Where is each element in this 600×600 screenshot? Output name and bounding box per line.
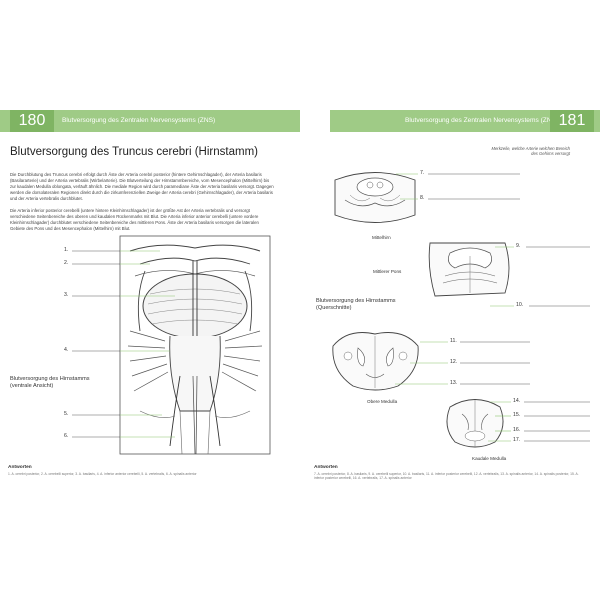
label-16: 16.: [513, 427, 521, 433]
label-11: 11.: [450, 338, 457, 344]
label-14: 14.: [513, 398, 521, 404]
right-header-title: Blutversorgung des Zentralen Nervensyste…: [405, 117, 559, 124]
label-7: 7.: [420, 170, 425, 176]
label-1: 1.: [64, 247, 69, 253]
label-10: 10.: [516, 302, 524, 308]
label-2: 2.: [64, 260, 69, 266]
label-12: 12.: [450, 359, 458, 365]
kaudale-medulla-illustration: [446, 399, 504, 448]
right-page-number: 181: [550, 110, 594, 132]
left-subheading: Blutversorgung des Hirnstamms (ventrale …: [10, 376, 90, 389]
left-leader-lines: [72, 250, 175, 438]
right-header-band: [330, 110, 600, 132]
left-page-title: Blutversorgung des Truncus cerebri (Hirn…: [10, 146, 258, 158]
mittlerer-pons-illustration: [428, 242, 510, 297]
brainstem-ventral-illustration: [119, 235, 271, 455]
label-5: 5.: [64, 411, 69, 417]
right-leader-lines: [395, 173, 590, 442]
label-9: 9.: [516, 243, 521, 249]
label-17: 17.: [513, 437, 521, 443]
right-subheading: Blutversorgung des Hirnstamms (Querschni…: [316, 298, 396, 311]
caption-obere-medulla: Obere Medulla: [367, 399, 398, 404]
caption-mittelhirn: Mittelhirn: [372, 235, 391, 240]
mittelhirn-illustration: [334, 172, 416, 223]
left-paragraph-1: Die Durchblutung des Truncus cerebri erf…: [10, 172, 274, 201]
label-3: 3.: [64, 292, 69, 298]
label-13: 13.: [450, 380, 458, 386]
caption-kaudale-medulla: Kaudale Medulla: [472, 456, 507, 461]
left-paragraph-2: Die Arteria inferior posterior cerebelli…: [10, 208, 259, 231]
left-answers-heading: Antworten: [8, 465, 32, 470]
left-page-number: 180: [10, 110, 54, 132]
right-answers-heading: Antworten: [314, 465, 338, 470]
obere-medulla-illustration: [332, 332, 419, 391]
label-4: 4.: [64, 347, 69, 353]
right-answers-text: 7. A. cerebri posterior, 8. A. basilaris…: [314, 472, 579, 481]
left-answers-text: 1. A. cerebri posterior, 2. A. cerebelli…: [8, 472, 197, 476]
left-page: 180 Blutversorgung des Zentralen Nervens…: [0, 110, 300, 476]
left-header-title: Blutversorgung des Zentralen Nervensyste…: [62, 117, 216, 124]
label-15: 15.: [513, 412, 521, 418]
label-8: 8.: [420, 195, 425, 201]
caption-mittlerer-pons: Mittlerer Pons: [373, 269, 402, 274]
right-note: Merkzeile, welche Arterie welchen Bereic…: [491, 146, 570, 157]
left-header-band: [0, 110, 300, 132]
label-6: 6.: [64, 433, 69, 439]
right-page: Blutversorgung des Zentralen Nervensyste…: [300, 0, 600, 600]
